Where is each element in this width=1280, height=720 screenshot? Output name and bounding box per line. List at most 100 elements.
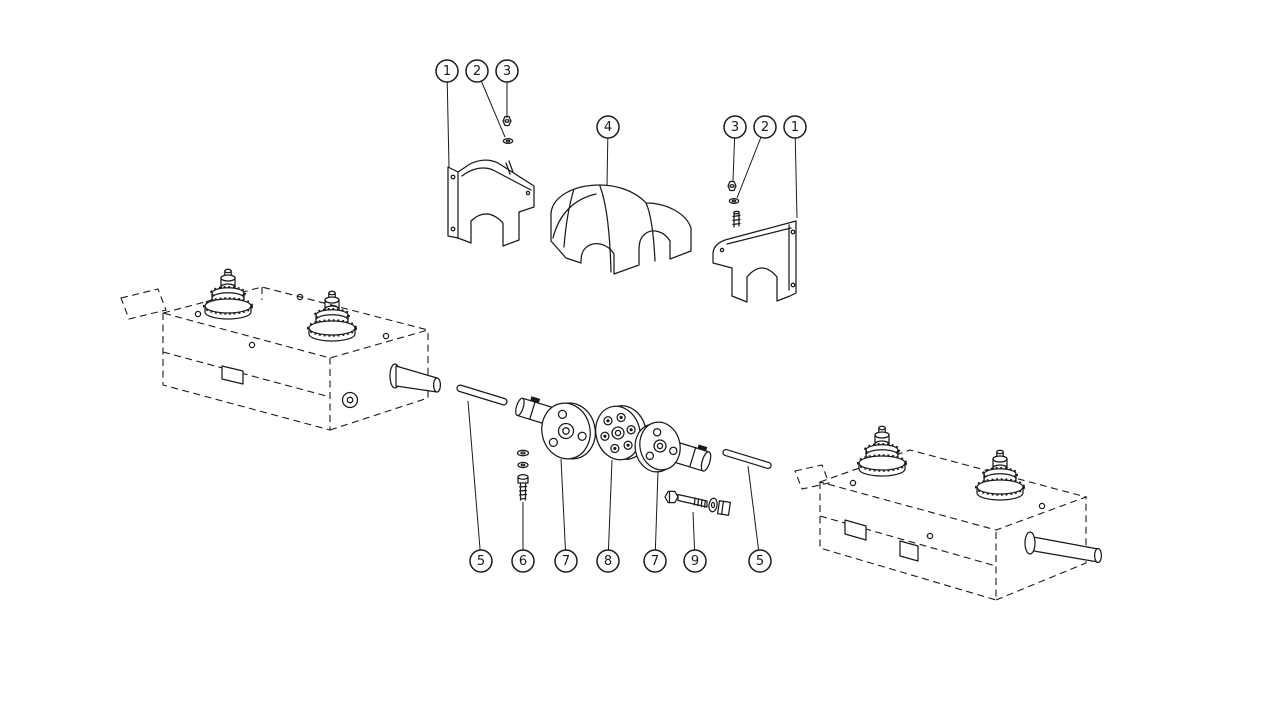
square-nut: [717, 500, 731, 516]
callout-circle[interactable]: [469, 549, 493, 573]
callout-number: 1: [791, 120, 799, 135]
callout-number: 3: [731, 120, 739, 135]
callout-balloon-5-13[interactable]: 5: [748, 549, 772, 573]
flange-hole: [525, 190, 531, 196]
callout-circle[interactable]: [435, 59, 459, 83]
shaft-pin-left: [456, 384, 508, 406]
gearbox-right: [794, 424, 1103, 601]
washer: [502, 137, 514, 145]
flange-bolt-hole: [669, 446, 678, 456]
callout-number: 5: [477, 554, 485, 569]
callout-balloon-7-11[interactable]: 7: [643, 549, 667, 573]
sprocket-stack: [202, 267, 254, 321]
callout-balloon-5-7[interactable]: 5: [469, 549, 493, 573]
guard-stud: [505, 160, 514, 175]
sprocket-stack: [306, 289, 358, 343]
callout-balloon-1-6[interactable]: 1: [783, 115, 807, 139]
screw-and-washer-right: [727, 180, 741, 228]
leader-lines: [446, 70, 798, 562]
bolt-hole: [1038, 502, 1046, 510]
callout-balloon-3-4[interactable]: 3: [723, 115, 747, 139]
hex-bolt-head: [664, 490, 679, 504]
callout-circle[interactable]: [465, 59, 489, 83]
coupling-yoke-right: [634, 421, 712, 473]
callout-number: 9: [691, 554, 699, 569]
callout-number: 3: [503, 64, 511, 79]
callout-number: 6: [519, 554, 527, 569]
callout-circle[interactable]: [723, 115, 747, 139]
bolt-hole: [926, 532, 934, 540]
belt-guard-left-half: [447, 159, 535, 247]
callout-number: 7: [651, 554, 659, 569]
housing-boss: [844, 519, 867, 541]
callout-balloon-6-8[interactable]: 6: [511, 549, 535, 573]
yoke-bolt-hardware: [516, 449, 530, 501]
flange-bolt-hole: [577, 431, 587, 441]
leader-line-1-6: [794, 126, 798, 219]
washer: [728, 197, 740, 205]
washer: [517, 461, 529, 469]
flange-bolt-hole: [652, 428, 662, 437]
callout-balloon-8-10[interactable]: 8: [596, 549, 620, 573]
callout-balloon-2-5[interactable]: 2: [753, 115, 777, 139]
bolt-hole: [296, 293, 304, 301]
callout-circle[interactable]: [783, 115, 807, 139]
callout-circle[interactable]: [596, 115, 620, 139]
flange-hole: [450, 226, 456, 232]
callout-number: 2: [473, 64, 481, 79]
flange-hole: [719, 247, 725, 253]
flange-bolt-hole: [548, 437, 559, 447]
callout-number: 2: [761, 120, 769, 135]
callout-balloon-1-0[interactable]: 1: [435, 59, 459, 83]
bolt-hole: [382, 332, 390, 340]
round-boss: [341, 391, 359, 409]
callout-number: 5: [756, 554, 764, 569]
bolt-hole: [194, 310, 202, 318]
hex-nut: [727, 180, 737, 192]
lock-washer: [516, 449, 530, 457]
leader-line-1-0: [446, 70, 450, 168]
yoke-flange-plate: [541, 402, 596, 460]
output-shaft-left: [395, 365, 438, 393]
callout-circle[interactable]: [683, 549, 707, 573]
callout-circle[interactable]: [643, 549, 667, 573]
hex-nut: [502, 115, 512, 127]
yoke-flange-plate: [634, 421, 681, 473]
callout-balloon-2-1[interactable]: 2: [465, 59, 489, 83]
sprocket-stack: [856, 424, 908, 478]
callout-circle[interactable]: [554, 549, 578, 573]
housing-boss: [899, 540, 919, 562]
callout-circle[interactable]: [753, 115, 777, 139]
callout-circle[interactable]: [511, 549, 535, 573]
leader-line-7-11: [654, 470, 659, 562]
callout-number: 7: [562, 554, 570, 569]
callout-number: 4: [604, 120, 612, 135]
callout-balloon-3-2[interactable]: 3: [495, 59, 519, 83]
leader-line-2-5: [736, 126, 766, 199]
flange-hole: [450, 174, 456, 180]
callout-balloon-4-3[interactable]: 4: [596, 115, 620, 139]
flange-bolt-hole: [645, 451, 655, 461]
callout-balloon-9-12[interactable]: 9: [683, 549, 707, 573]
leader-line-2-1: [476, 70, 506, 138]
callout-circle[interactable]: [748, 549, 772, 573]
callout-circle[interactable]: [596, 549, 620, 573]
callout-number: 8: [604, 554, 612, 569]
sprocket-stack: [974, 448, 1026, 502]
callout-circle[interactable]: [495, 59, 519, 83]
bolt-shank: [677, 493, 708, 508]
gearbox-left: [120, 267, 442, 431]
callout-balloon-7-9[interactable]: 7: [554, 549, 578, 573]
shaft-collar: [1024, 531, 1036, 555]
output-shaft-right: [1027, 535, 1099, 563]
flange-hole: [790, 229, 796, 235]
callout-number: 1: [443, 64, 451, 79]
bolt-hole: [248, 341, 256, 349]
leader-line-5-7: [467, 400, 482, 562]
callout-balloons: 1 2 3 4 3 2 1 5 6 7 8 7 9 5: [435, 59, 807, 573]
coupling-yoke-left: [515, 396, 596, 460]
housing-boss: [221, 365, 244, 385]
screw-and-washer-left: [502, 115, 514, 145]
